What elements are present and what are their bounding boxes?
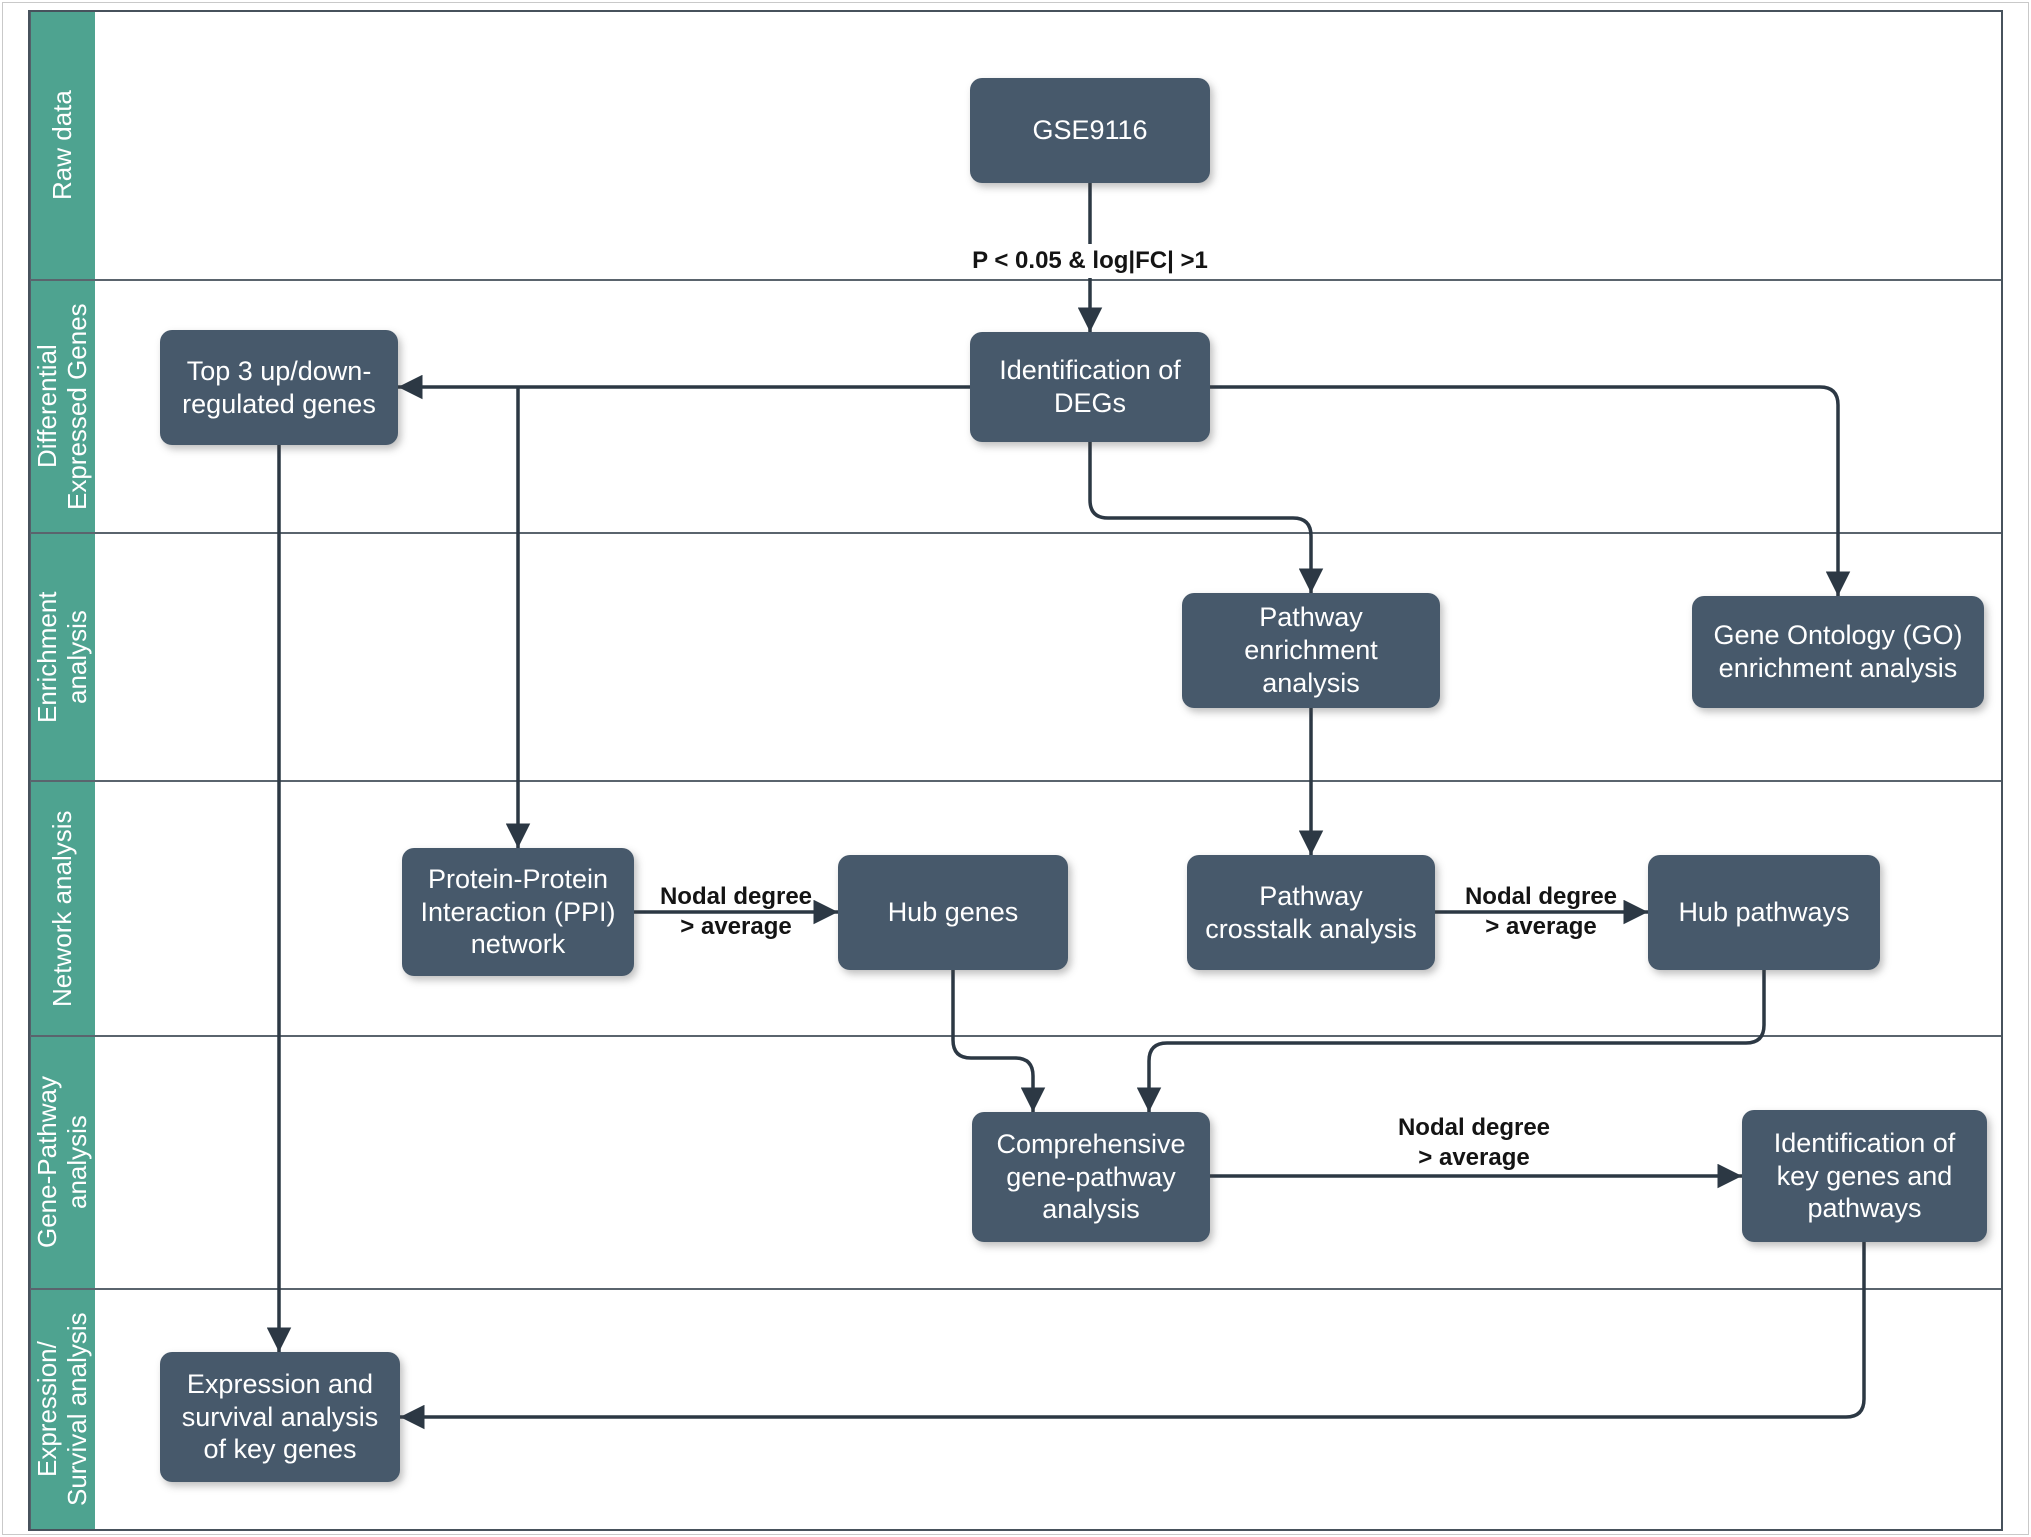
node-pathway-enrichment-analysis: Pathway enrichment analysis	[1182, 593, 1440, 708]
edge-label-nodal-degree-crosstalk: Nodal degree > average	[1464, 883, 1618, 940]
edge-label-nodal-degree-ppi: Nodal degree > average	[659, 883, 813, 940]
node-go-enrichment-analysis: Gene Ontology (GO) enrichment analysis	[1692, 596, 1984, 708]
node-ppi-network: Protein-Protein Interaction (PPI) networ…	[402, 848, 634, 976]
node-identification-of-degs: Identification of DEGs	[970, 332, 1210, 442]
node-expression-and-survival-analysis: Expression and survival analysis of key …	[160, 1352, 400, 1482]
lane-label-expression-survival-analysis: Expression/ Survival analysis	[30, 1290, 95, 1529]
lane-label-differential-expressed-genes: Differential Expressed Genes	[30, 281, 95, 532]
node-hub-pathways: Hub pathways	[1648, 855, 1880, 970]
node-gse9116: GSE9116	[970, 78, 1210, 183]
node-identification-of-key-genes-and-pathways: Identification of key genes and pathways	[1742, 1110, 1987, 1242]
lane-label-gene-pathway-analysis: Gene-Pathway analysis	[30, 1037, 95, 1288]
lane-label-enrichment-analysis: Enrichment analysis	[30, 534, 95, 780]
edge-label-deg-filter: P < 0.05 & log|FC| >1	[964, 244, 1216, 278]
lane-label-network-analysis: Network analysis	[30, 782, 95, 1035]
flowchart-frame: Raw data Differential Expressed Genes En…	[28, 10, 2003, 1531]
node-pathway-crosstalk-analysis: Pathway crosstalk analysis	[1187, 855, 1435, 970]
lane-label-raw-data: Raw data	[30, 12, 95, 279]
edge-label-nodal-degree-comprehensive: Nodal degree > average	[1397, 1114, 1551, 1171]
node-hub-genes: Hub genes	[838, 855, 1068, 970]
node-top3-up-down-regulated-genes: Top 3 up/down- regulated genes	[160, 330, 398, 445]
node-comprehensive-gene-pathway-analysis: Comprehensive gene-pathway analysis	[972, 1112, 1210, 1242]
